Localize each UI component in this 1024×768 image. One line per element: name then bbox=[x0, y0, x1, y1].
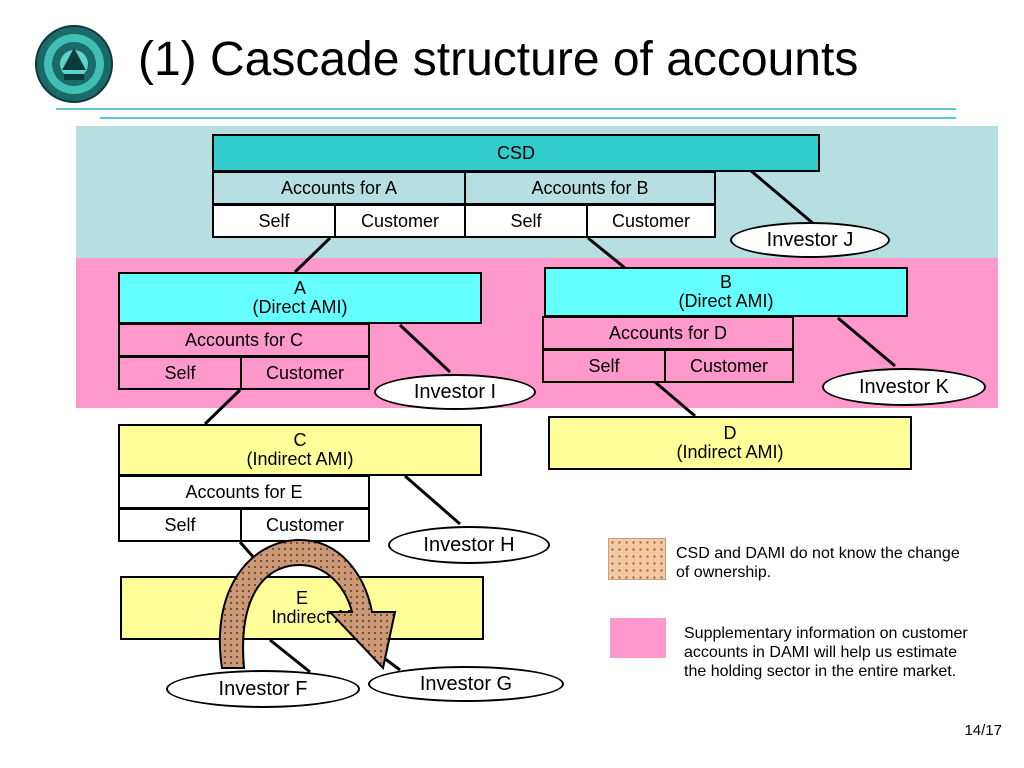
node-d-indirect-ami: D (Indirect AMI) bbox=[548, 416, 912, 470]
title-underline-2 bbox=[100, 117, 956, 119]
csd-accounts-b-label: Accounts for B bbox=[531, 177, 649, 198]
node-a-type: (Direct AMI) bbox=[252, 297, 348, 317]
investor-g-label: Investor G bbox=[419, 672, 513, 695]
csd-b-customer-label: Customer bbox=[611, 210, 691, 231]
investor-j: Investor J bbox=[730, 222, 890, 258]
node-c-customer-cell: Customer bbox=[240, 508, 370, 542]
node-d-type: (Indirect AMI) bbox=[676, 442, 784, 462]
csd-a-customer-cell: Customer bbox=[334, 204, 466, 238]
investor-k-label: Investor K bbox=[858, 375, 950, 398]
csd-accounts-for-b: Accounts for B bbox=[464, 171, 716, 205]
investor-h-label: Investor H bbox=[423, 533, 515, 556]
page-title: (1) Cascade structure of accounts bbox=[138, 33, 859, 86]
node-c-accounts-label: Accounts for E bbox=[185, 481, 303, 502]
node-b-direct-ami: B (Direct AMI) bbox=[544, 267, 908, 317]
node-c-customer-label: Customer bbox=[265, 514, 345, 535]
legend-pink-swatch bbox=[610, 618, 666, 658]
csd-accounts-a-label: Accounts for A bbox=[280, 177, 398, 198]
csd-b-self-label: Self bbox=[510, 210, 542, 231]
node-a-customer-label: Customer bbox=[265, 362, 345, 383]
csd-label: CSD bbox=[496, 142, 535, 163]
node-b-self-cell: Self bbox=[542, 349, 666, 383]
node-b-name: B bbox=[719, 272, 732, 292]
node-c-self-label: Self bbox=[164, 514, 196, 535]
investor-i: Investor I bbox=[374, 374, 536, 410]
node-e-indirect-ami: E Indirect AMI) bbox=[120, 576, 484, 640]
csd-b-self-cell: Self bbox=[464, 204, 588, 238]
csd-a-customer-label: Customer bbox=[360, 210, 440, 231]
page-number: 14/17 bbox=[964, 722, 1002, 739]
investor-k: Investor K bbox=[822, 368, 986, 406]
legend-dotted-swatch bbox=[608, 538, 666, 580]
node-a-accounts-label: Accounts for C bbox=[184, 329, 304, 350]
investor-f-label: Investor F bbox=[218, 677, 308, 700]
investor-h: Investor H bbox=[388, 526, 550, 564]
node-b-accounts-for-d: Accounts for D bbox=[542, 316, 794, 350]
csd-b-customer-cell: Customer bbox=[586, 204, 716, 238]
csd-accounts-for-a: Accounts for A bbox=[212, 171, 466, 205]
legend-pink-text: Supplementary information on customer ac… bbox=[684, 625, 968, 680]
node-c-name: C bbox=[293, 430, 307, 450]
csd-box: CSD bbox=[212, 134, 820, 172]
node-c-indirect-ami: C (Indirect AMI) bbox=[118, 424, 482, 476]
investor-i-label: Investor I bbox=[413, 380, 497, 403]
investor-j-label: Investor J bbox=[766, 228, 854, 251]
node-b-self-label: Self bbox=[588, 355, 620, 376]
node-d-name: D bbox=[723, 423, 737, 443]
investor-f: Investor F bbox=[166, 670, 360, 708]
node-c-self-cell: Self bbox=[118, 508, 242, 542]
logo-seal-icon bbox=[34, 24, 114, 104]
investor-g: Investor G bbox=[368, 666, 564, 702]
node-b-type: (Direct AMI) bbox=[678, 291, 774, 311]
node-a-self-cell: Self bbox=[118, 356, 242, 390]
node-a-direct-ami: A (Direct AMI) bbox=[118, 272, 482, 324]
node-c-type: (Indirect AMI) bbox=[246, 449, 354, 469]
node-a-name: A bbox=[293, 278, 306, 298]
legend-dotted-text: CSD and DAMI do not know the change of o… bbox=[676, 545, 960, 581]
title-underline bbox=[56, 108, 956, 110]
csd-a-self-cell: Self bbox=[212, 204, 336, 238]
csd-a-self-label: Self bbox=[258, 210, 290, 231]
node-b-customer-cell: Customer bbox=[664, 349, 794, 383]
node-b-customer-label: Customer bbox=[689, 355, 769, 376]
node-b-accounts-label: Accounts for D bbox=[608, 322, 728, 343]
node-e-name: E bbox=[295, 588, 308, 608]
node-a-customer-cell: Customer bbox=[240, 356, 370, 390]
node-a-self-label: Self bbox=[164, 362, 196, 383]
